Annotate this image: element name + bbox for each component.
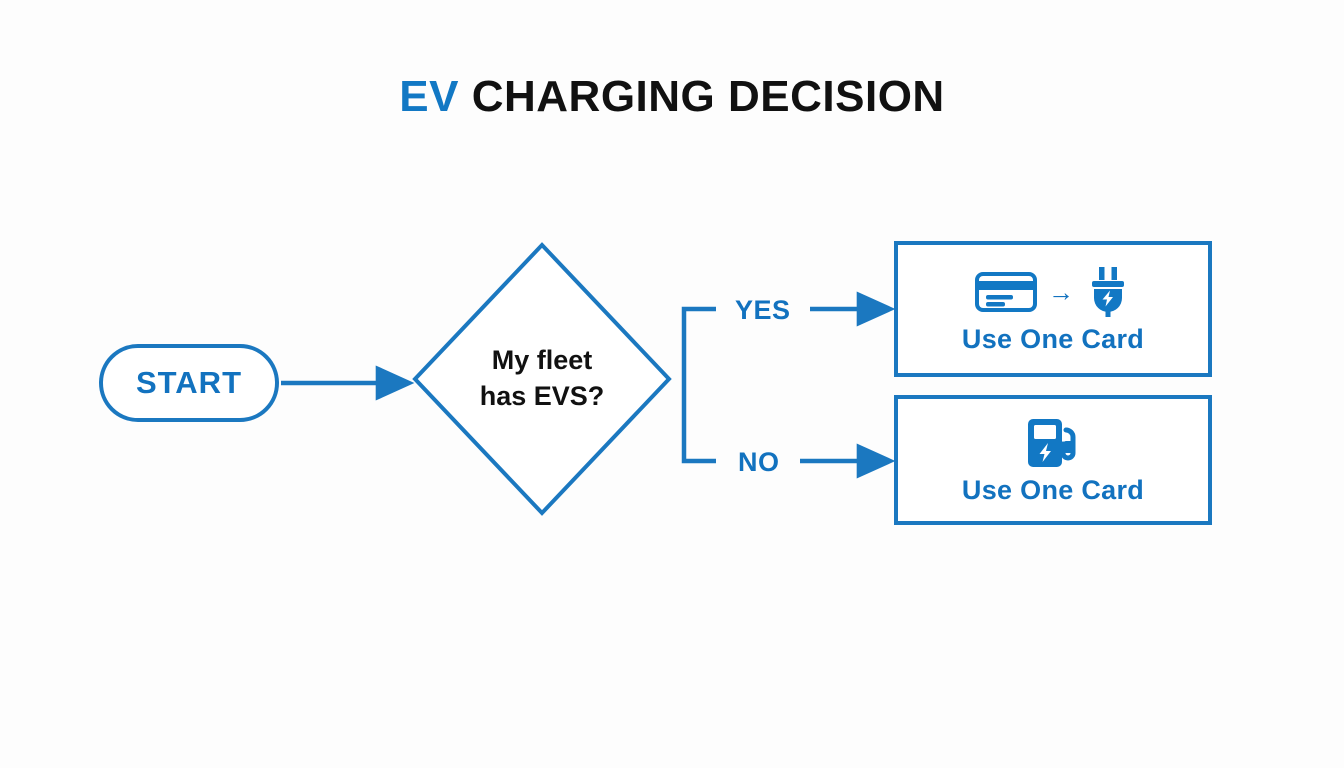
- decision-diamond-outline: [412, 242, 672, 516]
- fuel-pump-icon: [1028, 418, 1076, 467]
- decision-node-text: My fleet has EVS?: [413, 243, 671, 515]
- right-arrow-icon: →: [1048, 276, 1074, 307]
- result-box-ev[interactable]: → Use One Card: [894, 241, 1212, 377]
- branch-label-no: NO: [738, 447, 780, 477]
- decision-line-2: has EVS?: [479, 381, 605, 411]
- credit-card-icon: [975, 271, 1037, 312]
- decision-node[interactable]: My fleet has EVS?: [413, 243, 671, 515]
- result-gas-icon-row: [1025, 415, 1081, 471]
- ev-plug-icon: [1092, 266, 1124, 317]
- result-gas-label: Use One Card: [961, 474, 1145, 505]
- title-accent: EV: [399, 72, 459, 121]
- branch-label-yes: YES: [735, 295, 791, 325]
- page-title: EV CHARGING DECISION: [0, 72, 1344, 122]
- start-node-label: START: [135, 365, 243, 400]
- title-rest: CHARGING DECISION: [459, 72, 945, 121]
- start-node[interactable]: START: [99, 344, 279, 422]
- result-ev-icon-row: →: [975, 264, 1131, 320]
- result-ev-label: Use One Card: [961, 323, 1145, 354]
- result-box-gas[interactable]: Use One Card: [894, 395, 1212, 525]
- branch-split-bracket: [681, 306, 716, 464]
- decision-line-1: My fleet: [491, 345, 593, 376]
